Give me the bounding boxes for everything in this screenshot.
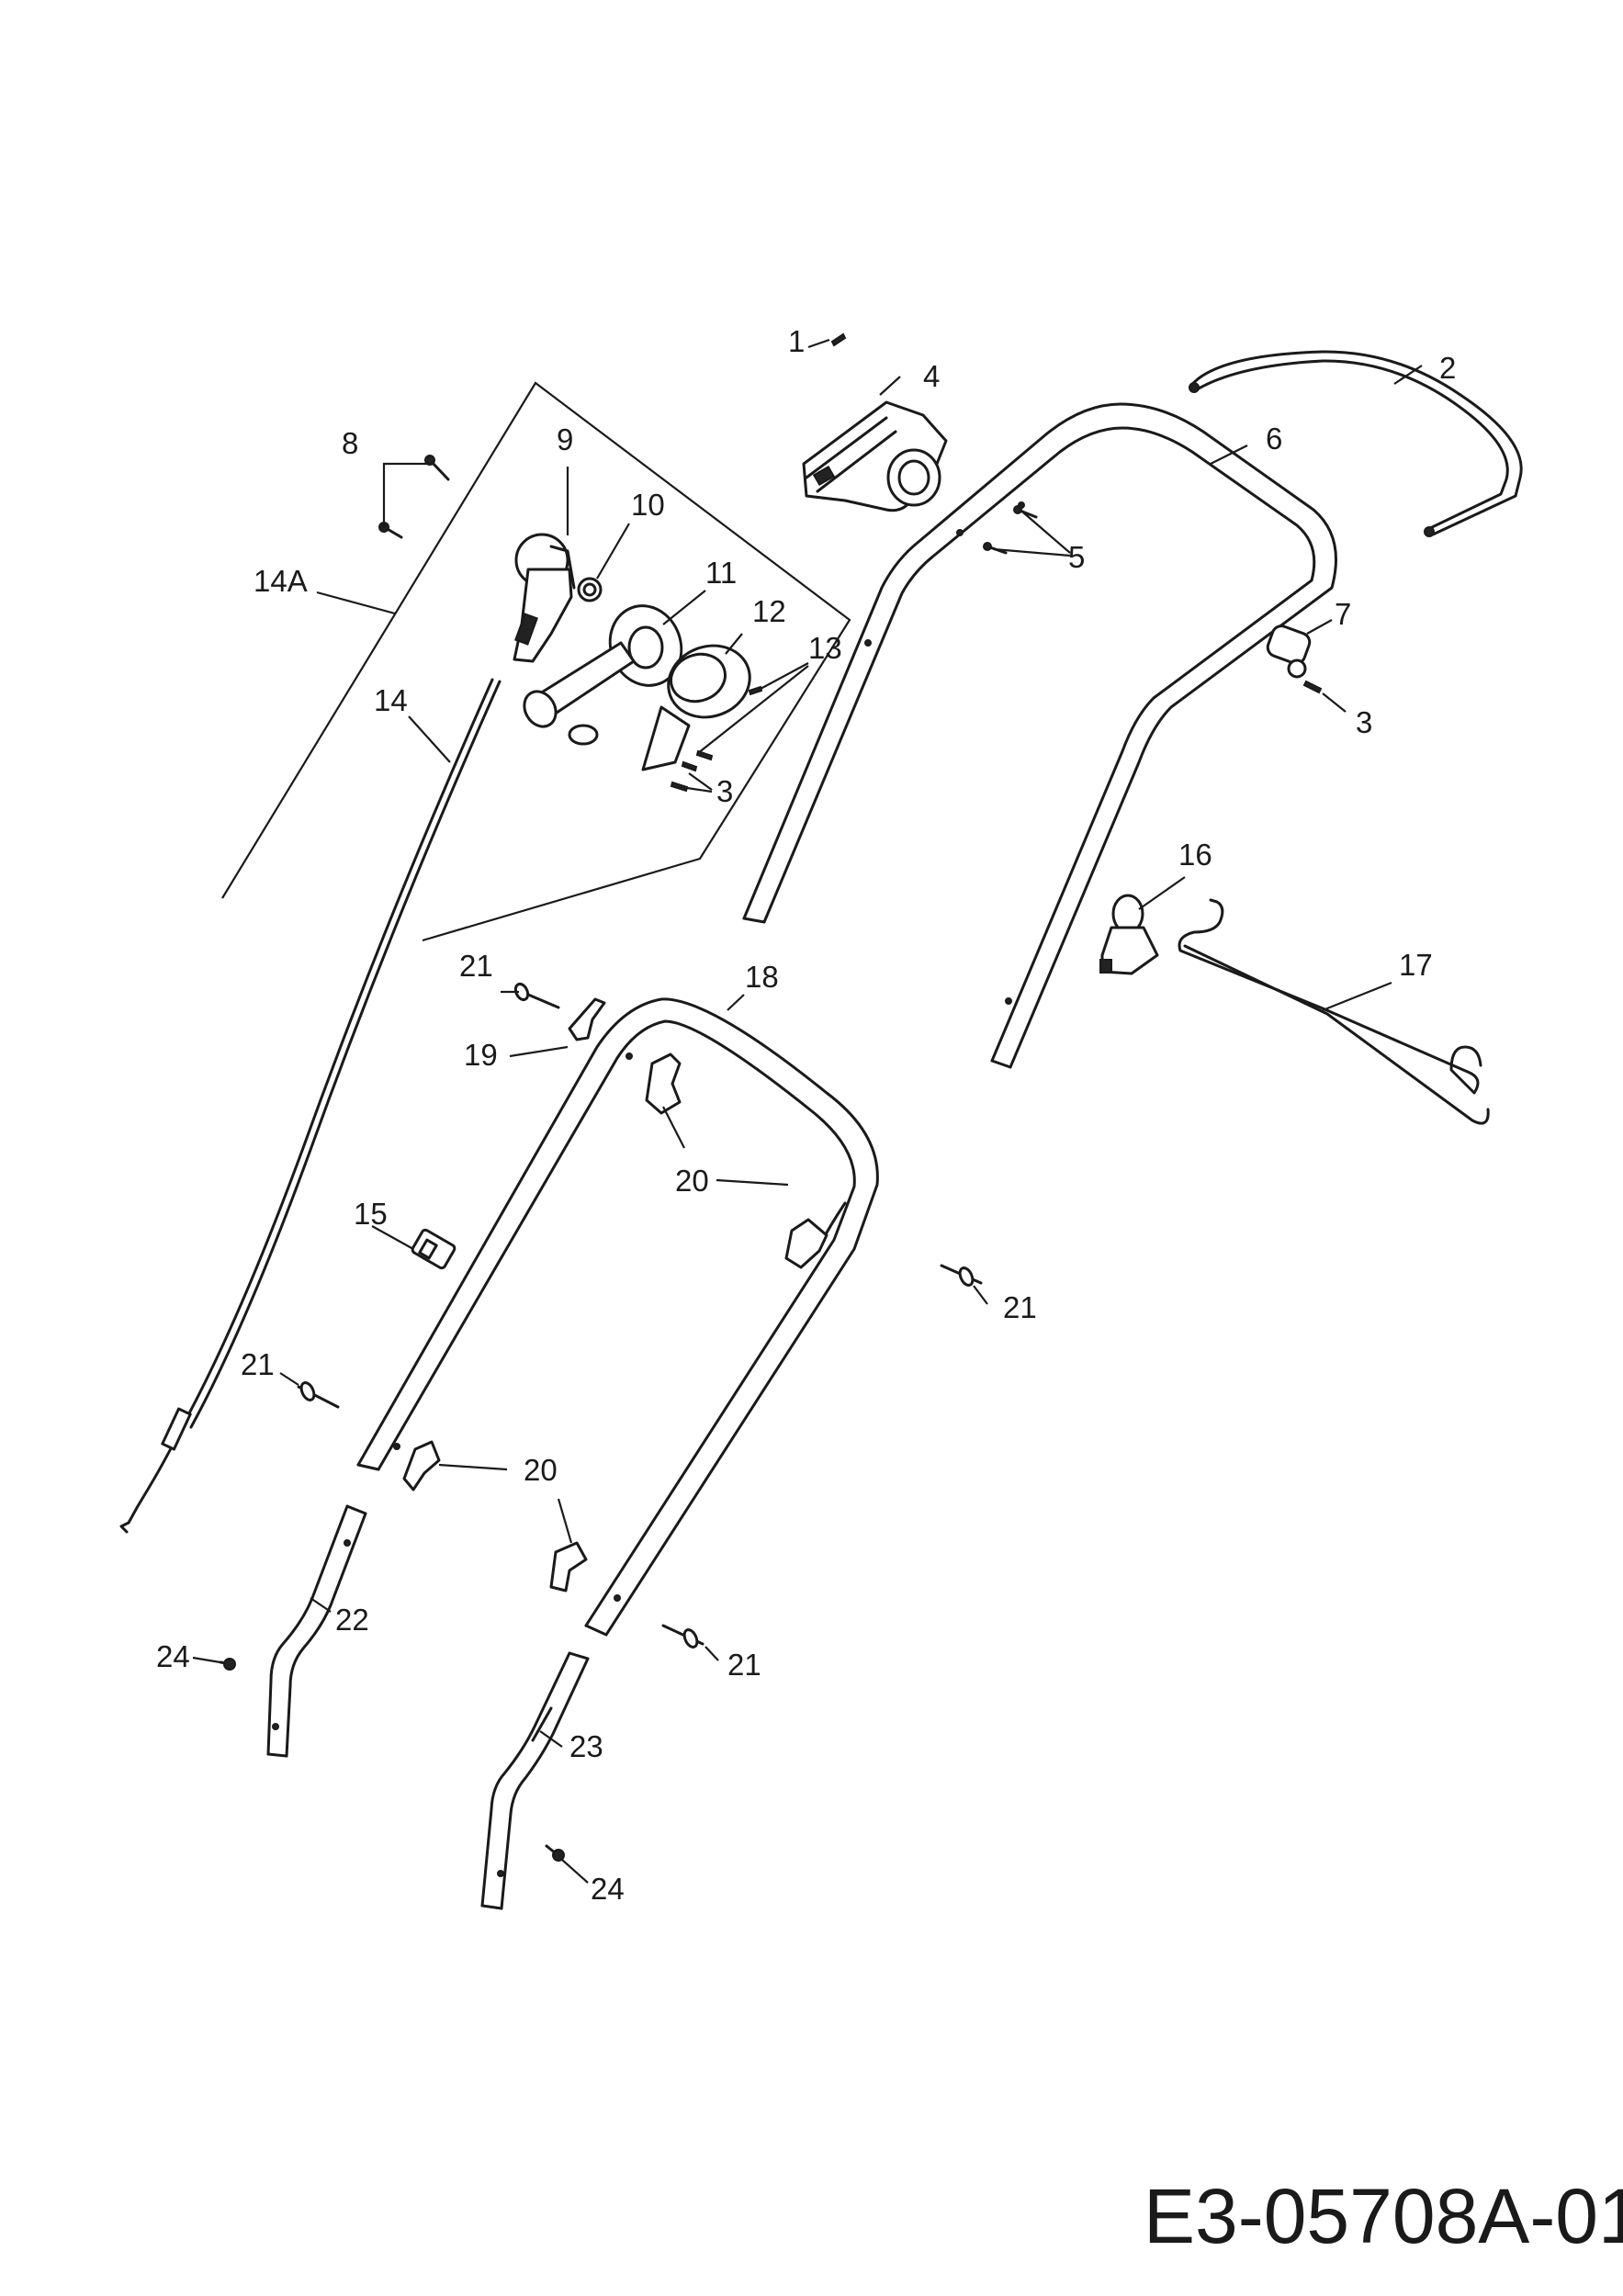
part-24-screw-b[interactable] xyxy=(545,1844,565,1862)
part-21-bolt-c[interactable] xyxy=(297,1380,340,1409)
part-13-screw[interactable] xyxy=(748,685,763,696)
callout-13: 13 xyxy=(808,631,842,665)
callout-2: 2 xyxy=(1439,351,1456,385)
diagram-code: E3-05708A-01 xyxy=(1144,2173,1623,2259)
part-3-screws-kit[interactable] xyxy=(670,749,714,793)
part-21-bolt-a[interactable] xyxy=(513,982,560,1009)
part-20-knob-d[interactable] xyxy=(549,1541,588,1593)
callout-8: 8 xyxy=(342,426,358,460)
callout-18: 18 xyxy=(745,960,779,994)
callout-15: 15 xyxy=(354,1197,388,1231)
part-20-knob-a[interactable] xyxy=(645,1052,682,1115)
part-19-bracket[interactable] xyxy=(568,997,606,1041)
part-21-bolt-d[interactable] xyxy=(661,1624,704,1649)
callout-20-upper: 20 xyxy=(675,1164,709,1198)
callout-labels: 1 2 3 3 4 5 6 7 8 9 10 11 12 13 14 14A 1… xyxy=(156,324,1456,1906)
part-21-bolt-b[interactable] xyxy=(940,1264,983,1288)
part-20-knob-b[interactable] xyxy=(784,1218,828,1269)
callout-21-a: 21 xyxy=(459,949,493,983)
callout-24-a: 24 xyxy=(156,1639,190,1673)
callout-20-lower: 20 xyxy=(524,1453,558,1487)
callout-4: 4 xyxy=(923,359,940,393)
part-7-clip[interactable] xyxy=(1265,624,1312,679)
part-14-cable[interactable] xyxy=(119,678,502,1534)
part-16-bracket[interactable] xyxy=(1099,894,1159,975)
part-3-screw-right[interactable] xyxy=(1302,680,1323,694)
leader-lines xyxy=(192,338,1423,1884)
callout-12: 12 xyxy=(752,594,786,628)
part-8-bolts[interactable] xyxy=(378,455,450,539)
callout-9: 9 xyxy=(557,422,573,456)
callout-5: 5 xyxy=(1068,540,1085,574)
part-12-cover[interactable] xyxy=(641,635,760,771)
part-22-lower-leg[interactable] xyxy=(266,1504,367,1758)
callout-21-b: 21 xyxy=(1003,1290,1037,1324)
callout-21-c: 21 xyxy=(241,1347,275,1381)
callout-3-kit: 3 xyxy=(716,774,733,808)
part-2-bail-bar[interactable] xyxy=(1189,350,1523,537)
callout-17: 17 xyxy=(1399,948,1433,982)
callout-22: 22 xyxy=(335,1603,369,1637)
part-15-block[interactable] xyxy=(411,1228,456,1270)
callout-7: 7 xyxy=(1335,597,1351,631)
callout-1: 1 xyxy=(788,324,805,358)
callout-21-d: 21 xyxy=(727,1648,761,1682)
part-20-knob-c[interactable] xyxy=(402,1440,441,1491)
callout-3-right: 3 xyxy=(1356,705,1372,739)
part-4-control-housing[interactable] xyxy=(802,400,948,512)
kit-14a-outline xyxy=(221,381,851,942)
part-9-lever-bracket[interactable] xyxy=(513,533,576,663)
callout-23: 23 xyxy=(569,1729,603,1763)
callout-24-b: 24 xyxy=(591,1872,625,1906)
callout-19: 19 xyxy=(464,1038,498,1072)
callout-11: 11 xyxy=(705,556,737,590)
part-5-screws[interactable] xyxy=(983,505,1038,555)
part-1-screw[interactable] xyxy=(830,332,847,347)
part-24-screw-a[interactable] xyxy=(219,1658,236,1671)
part-11-lever[interactable] xyxy=(518,596,693,746)
part-18-lower-handle[interactable] xyxy=(356,997,879,1637)
callout-16: 16 xyxy=(1178,838,1212,872)
part-10-spring[interactable] xyxy=(577,577,603,602)
part-17-wire-rod[interactable] xyxy=(1178,898,1490,1125)
callout-14: 14 xyxy=(374,683,408,717)
part-6-upper-handle[interactable] xyxy=(742,402,1337,1069)
callout-6: 6 xyxy=(1266,422,1282,456)
callout-10: 10 xyxy=(631,488,665,522)
part-23-lower-leg[interactable] xyxy=(480,1651,590,1910)
callout-14a: 14A xyxy=(254,564,308,598)
